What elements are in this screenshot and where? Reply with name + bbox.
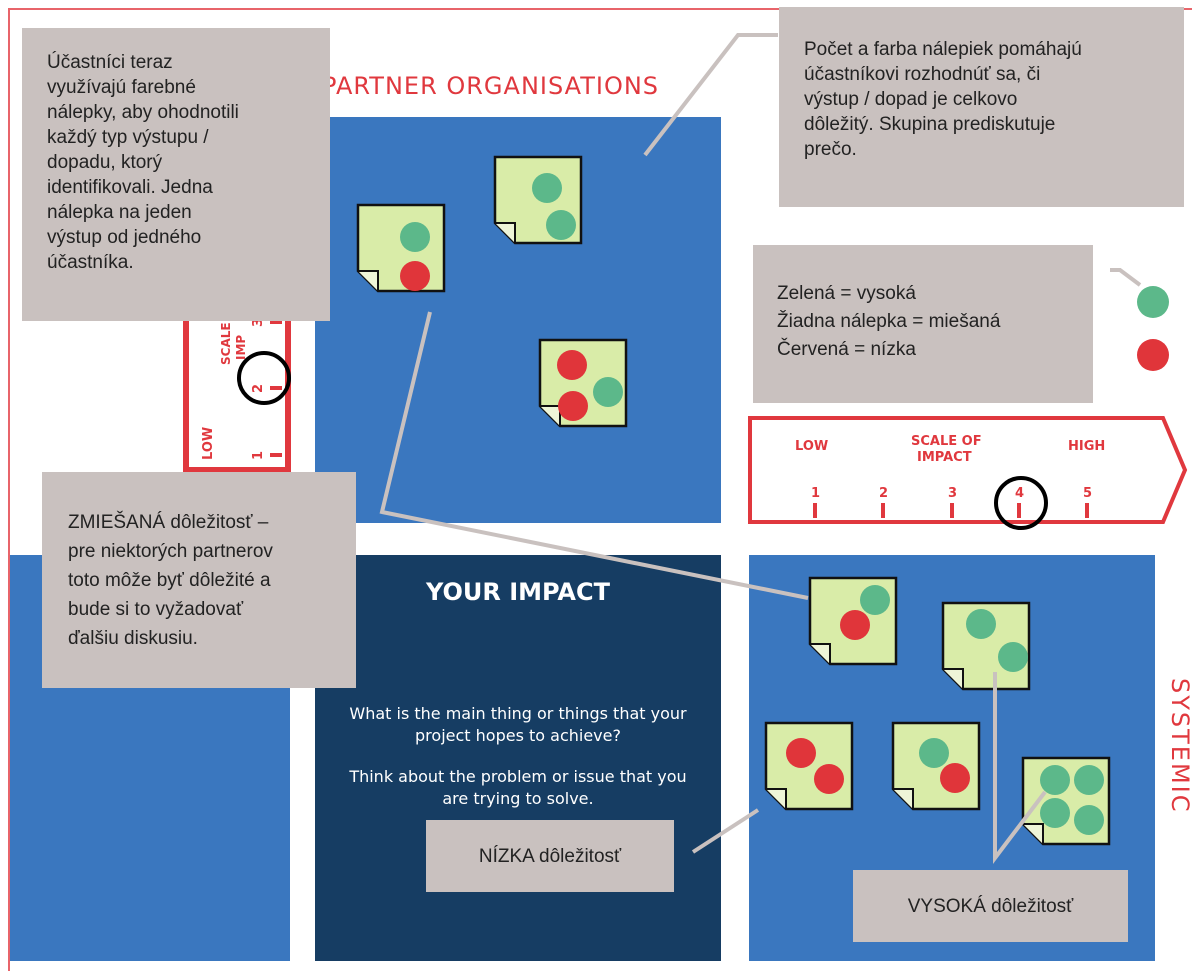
sticky-note	[941, 601, 1031, 691]
count-color-callout: Počet a farba nálepiek pomáhajú účastník…	[779, 7, 1184, 207]
sticky-note	[808, 576, 898, 666]
green-dot	[593, 377, 623, 407]
horizontal-scale-tick-2: 2	[879, 486, 888, 501]
your-impact-title: YOUR IMPACT	[425, 578, 610, 606]
participants-line: nálepka na jeden	[47, 202, 192, 223]
your-impact-question: What is the main thing or things that yo…	[349, 704, 687, 745]
legend-callout: Zelená = vysoká Žiadna nálepka = miešaná…	[753, 245, 1093, 403]
horizontal-scale-selection-circle	[994, 476, 1048, 530]
mixed-line: ďalšiu diskusiu.	[68, 628, 198, 649]
red-dot	[840, 610, 870, 640]
vertical-scale-selection-circle	[237, 351, 291, 405]
frame-border-left	[8, 8, 10, 971]
red-dot	[557, 350, 587, 380]
mixed-line: toto môže byť dôležité a	[68, 570, 271, 591]
systemic-heading: SYSTEMIC	[1166, 678, 1192, 814]
high-importance-callout: VYSOKÁ dôležitosť	[853, 870, 1128, 942]
vertical-scale-tick-1: 1	[251, 451, 266, 460]
count-color-line: výstup / dopad je celkovo	[804, 89, 1018, 110]
participants-line: využívajú farebné	[47, 77, 196, 98]
green-dot	[998, 642, 1028, 672]
participants-callout: Účastníci teraz využívajú farebné nálepk…	[22, 28, 330, 321]
horizontal-scale-title-1: SCALE OF	[911, 434, 982, 449]
horizontal-scale-title-2: IMPACT	[917, 450, 972, 465]
red-dot	[814, 764, 844, 794]
low-importance-label: NÍZKA dôležitosť	[478, 845, 622, 867]
count-color-line: prečo.	[804, 139, 857, 160]
horizontal-scale-tick-4: 4	[1015, 486, 1024, 501]
horizontal-scale-tick-1: 1	[811, 486, 820, 501]
green-dot	[1074, 805, 1104, 835]
green-dot	[1040, 765, 1070, 795]
sticky-note	[764, 721, 854, 811]
green-dot	[860, 585, 890, 615]
count-color-line: Počet a farba nálepiek pomáhajú	[804, 39, 1082, 60]
green-dot	[966, 609, 996, 639]
high-importance-label: VYSOKÁ dôležitosť	[907, 895, 1074, 917]
connector-lines	[379, 33, 1142, 864]
count-color-line: účastníkovi rozhodnúť sa, či	[804, 64, 1041, 85]
vertical-scale-title-1: SCALE	[219, 322, 233, 365]
sticky-note	[1021, 756, 1111, 846]
red-dot	[558, 391, 588, 421]
red-dot	[940, 763, 970, 793]
green-dot	[919, 738, 949, 768]
horizontal-scale-tick-5: 5	[1083, 486, 1092, 501]
legend-green-dot	[1137, 286, 1169, 318]
participants-line: identifikovali. Jedna	[47, 177, 213, 198]
mixed-line: bude si to vyžadovať	[68, 599, 244, 620]
low-importance-callout: NÍZKA dôležitosť	[426, 820, 674, 892]
vertical-scale-low: LOW	[201, 427, 216, 460]
participants-line: dopadu, ktorý	[47, 152, 163, 173]
legend-green-label: Zelená = vysoká	[777, 283, 916, 304]
participants-line: Účastníci teraz	[47, 52, 173, 73]
green-dot	[1074, 765, 1104, 795]
green-dot	[532, 173, 562, 203]
legend-red-label: Červená = nízka	[777, 339, 916, 360]
participants-line: účastníka.	[47, 252, 134, 273]
legend-none-label: Žiadna nálepka = miešaná	[777, 311, 1001, 332]
sticky-note	[356, 203, 446, 293]
vertical-scale-title-2: IMP	[234, 335, 248, 360]
vertical-scale-tick-2: 2	[251, 384, 266, 393]
count-color-line: dôležitý. Skupina prediskutuje	[804, 114, 1056, 135]
red-dot	[400, 261, 430, 291]
frame-border-top	[8, 8, 1192, 10]
partner-organisations-heading: PARTNER ORGANISATIONS	[322, 72, 660, 100]
participants-line: nálepky, aby ohodnotili	[47, 102, 239, 123]
horizontal-scale-tick-3: 3	[948, 486, 957, 501]
green-dot	[546, 210, 576, 240]
participants-line: každý typ výstupu /	[47, 127, 209, 148]
your-impact-panel	[315, 555, 721, 961]
sticky-note	[538, 338, 628, 428]
mixed-importance-callout: ZMIEŠANÁ dôležitosť – pre niektorých par…	[42, 472, 356, 688]
sticky-note	[891, 721, 981, 811]
mixed-line: ZMIEŠANÁ dôležitosť –	[68, 512, 269, 533]
horizontal-scale: LOW SCALE OF IMPACT HIGH 1 2 3 4 5	[748, 416, 1188, 530]
horizontal-scale-high: HIGH	[1068, 439, 1105, 454]
horizontal-scale-low: LOW	[795, 439, 828, 454]
participants-line: výstup od jedného	[47, 227, 202, 248]
vertical-scale: LOW SCALE IMP 1 2 3	[183, 300, 291, 473]
mixed-line: pre niektorých partnerov	[68, 541, 273, 562]
vertical-scale-tick-3: 3	[251, 318, 266, 327]
your-impact-prompt: Think about the problem or issue that yo…	[349, 767, 687, 808]
green-dot	[1040, 798, 1070, 828]
green-dot	[400, 222, 430, 252]
legend-red-dot	[1137, 339, 1169, 371]
sticky-note	[493, 155, 583, 245]
red-dot	[786, 738, 816, 768]
